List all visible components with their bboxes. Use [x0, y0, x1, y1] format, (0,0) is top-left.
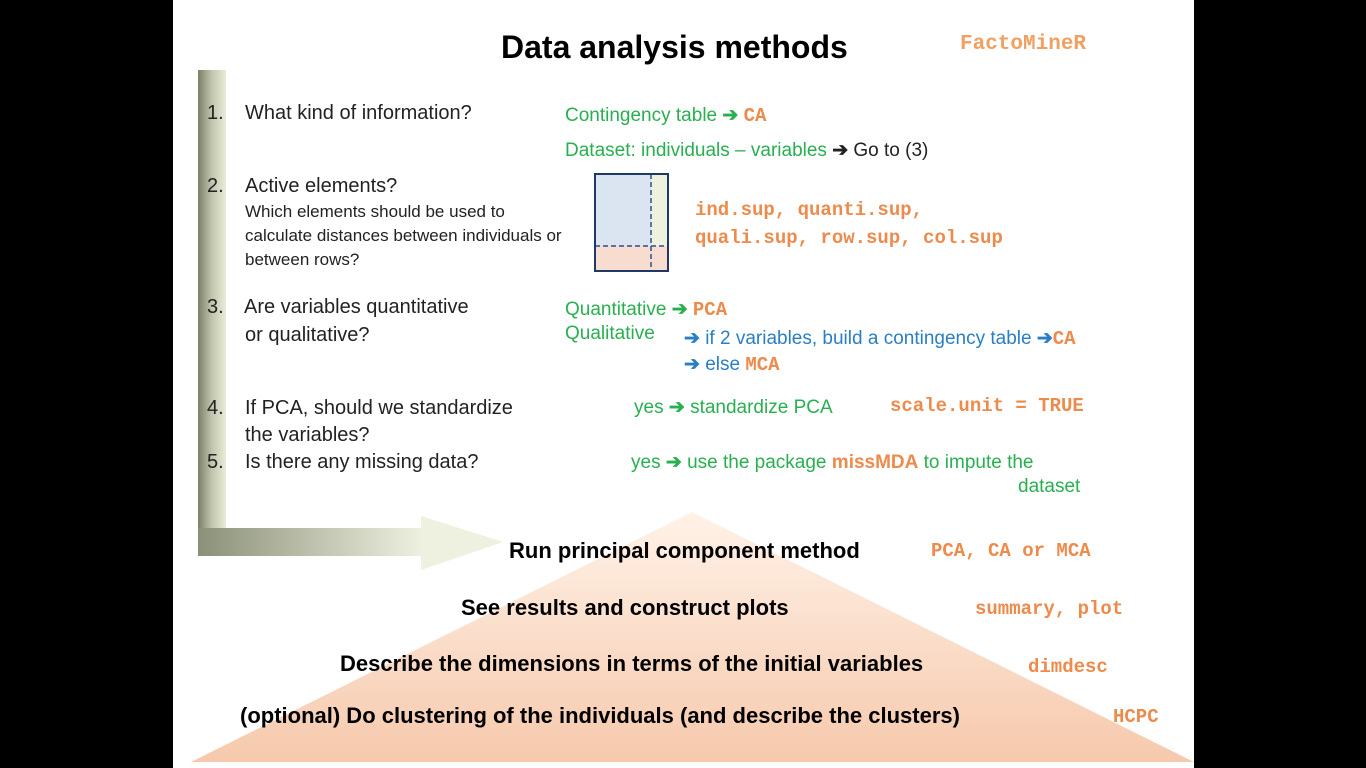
q3-qualitative: Qualitative — [565, 323, 655, 344]
missmda-package: missMDA — [831, 452, 919, 473]
flow-arrow-head — [421, 516, 503, 570]
q2-text: Active elements? — [245, 175, 398, 197]
q1-number: 1. — [207, 102, 224, 124]
q4-line2: the variables? — [245, 424, 370, 446]
table-diagram-icon — [594, 173, 669, 272]
step-run-method: Run principal component method — [509, 538, 860, 563]
q4-answer: yes ➔ standardize PCA — [634, 397, 833, 418]
q2-code-line1: ind.sup, quanti.sup, — [695, 199, 924, 221]
flow-arrow-horizontal — [198, 528, 423, 556]
q3-quantitative: Quantitative ➔ PCA — [565, 299, 728, 321]
step-clustering-code: HCPC — [1113, 706, 1159, 728]
q3-number: 3. — [207, 296, 224, 318]
pyramid-background — [191, 70, 1194, 762]
slide-title: Data analysis methods — [501, 29, 848, 65]
q4-line1: If PCA, should we standardize — [245, 397, 513, 419]
q3-line1: Are variables quantitative — [244, 296, 469, 318]
slide: Data analysis methods FactoMineR 1. What… — [173, 0, 1194, 768]
q3-qual-if: ➔ if 2 variables, build a contingency ta… — [684, 328, 1076, 350]
q5-text: Is there any missing data? — [245, 451, 479, 473]
q4-number: 4. — [207, 397, 224, 419]
q1-option-dataset: Dataset: individuals – variables ➔ Go to… — [565, 140, 929, 161]
step-see-results: See results and construct plots — [461, 595, 789, 620]
q5-answer: yes ➔ use the package missMDA to impute … — [631, 452, 1034, 473]
q3-qual-else: ➔ else MCA — [684, 354, 780, 376]
q2-code-line2: quali.sup, row.sup, col.sup — [695, 227, 1003, 249]
q1-option-contingency: Contingency table ➔ CA — [565, 105, 767, 127]
q5-number: 5. — [207, 451, 224, 473]
q2-number: 2. — [207, 175, 224, 197]
step-see-results-code: summary, plot — [975, 598, 1124, 620]
step-clustering: (optional) Do clustering of the individu… — [240, 703, 960, 728]
q1-text: What kind of information? — [245, 102, 472, 124]
step-run-method-code: PCA, CA or MCA — [931, 540, 1091, 562]
brand-label: FactoMineR — [960, 33, 1087, 56]
q4-code: scale.unit = TRUE — [890, 395, 1084, 417]
flow-arrow-vertical — [198, 70, 226, 556]
q3-line2: or qualitative? — [245, 324, 370, 346]
step-describe-dimensions: Describe the dimensions in terms of the … — [340, 651, 924, 676]
q2-subtext: Which elements should be used to calcula… — [245, 202, 562, 269]
step-describe-dimensions-code: dimdesc — [1028, 656, 1108, 678]
q5-answer-line2: dataset — [1018, 476, 1081, 497]
